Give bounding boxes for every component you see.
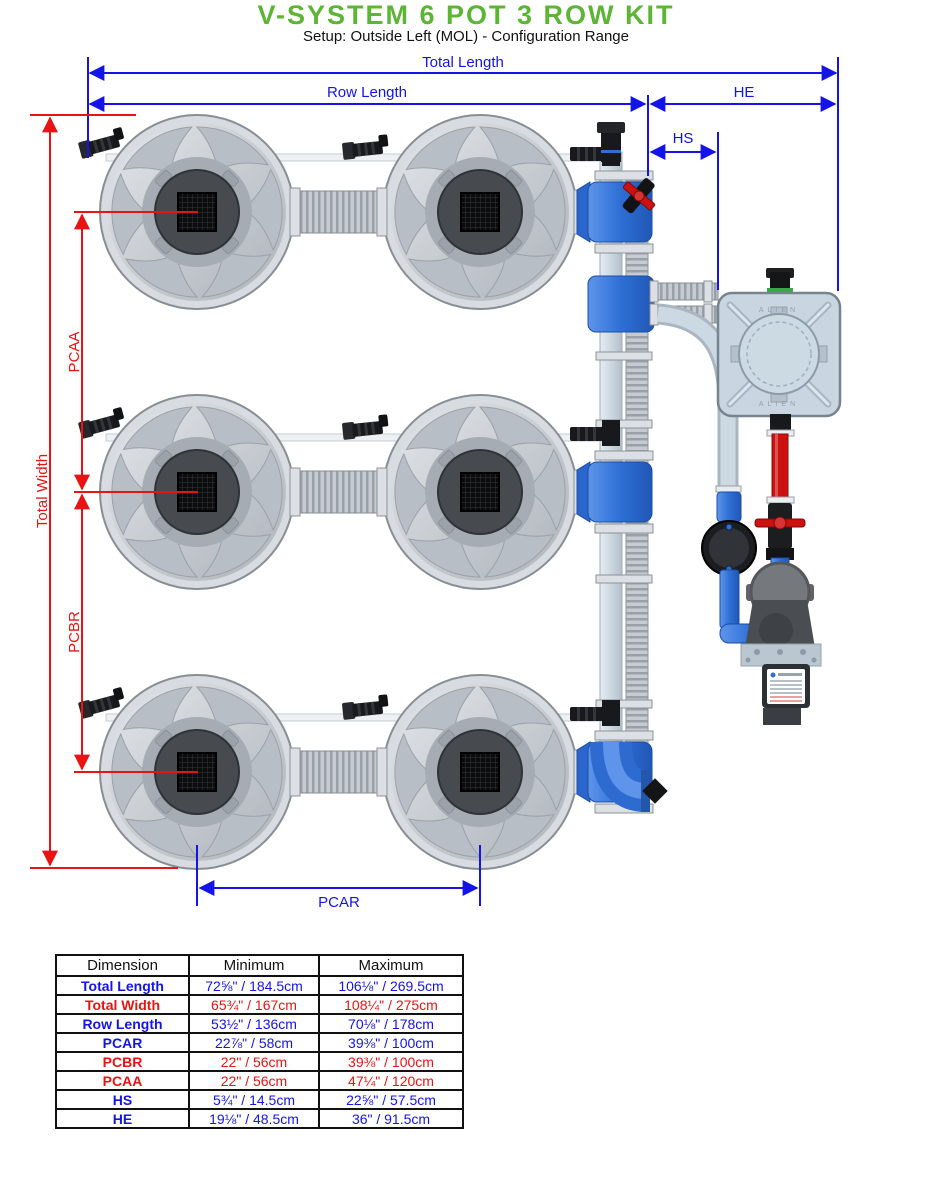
dimension-cell: Total Width	[55, 994, 190, 1015]
mounting-bracket	[740, 643, 822, 667]
total-width-label: Total Width	[34, 454, 51, 528]
dimension-cell: Row Length	[55, 1013, 190, 1034]
minimum-cell: 65¾" / 167cm	[188, 994, 320, 1015]
header-dimension: Dimension	[55, 954, 190, 977]
maximum-cell: 39⅜" / 100cm	[318, 1051, 464, 1072]
manifold-top-fitting	[597, 122, 656, 214]
minimum-cell: 22⅞" / 58cm	[188, 1032, 320, 1053]
table-row: PCAR 22⅞" / 58cm 39⅜" / 100cm	[55, 1032, 464, 1053]
pcbr-label: PCBR	[66, 611, 83, 653]
table-row: PCBR 22" / 56cm 39⅜" / 100cm	[55, 1051, 464, 1072]
minimum-cell: 53½" / 136cm	[188, 1013, 320, 1034]
maximum-cell: 22⅝" / 57.5cm	[318, 1089, 464, 1110]
table-row: HE 19⅛" / 48.5cm 36" / 91.5cm	[55, 1108, 464, 1129]
table-row: Total Width 65¾" / 167cm 108¼" / 275cm	[55, 994, 464, 1015]
hose-clamp	[766, 496, 795, 504]
pcaa-label: PCAA	[66, 332, 83, 373]
manifold-bottom-elbow	[590, 741, 668, 812]
dimension-cell: PCAR	[55, 1032, 190, 1053]
tank-green-band	[767, 288, 793, 292]
tank-brand-text: ALIEN	[759, 307, 799, 314]
header-tank: ALIEN ALIEN	[716, 268, 842, 418]
red-dripper-valve	[622, 178, 656, 214]
unit-label	[767, 669, 805, 704]
maximum-cell: 108¼" / 275cm	[318, 994, 464, 1015]
tank-brand-text: ALIEN	[759, 401, 799, 408]
blue-dimensions	[87, 57, 839, 906]
page-title: V-SYSTEM 6 POT 3 ROW KIT	[257, 0, 675, 30]
system-diagram: ALIEN ALIEN	[30, 54, 842, 911]
dimension-table: Dimension Minimum Maximum Total Length 7…	[55, 954, 464, 1129]
maximum-cell: 36" / 91.5cm	[318, 1108, 464, 1129]
maximum-cell: 47¼" / 120cm	[318, 1070, 464, 1091]
dimension-cell: HE	[55, 1108, 190, 1129]
minimum-cell: 5¾" / 14.5cm	[188, 1089, 320, 1110]
maximum-cell: 106⅛" / 269.5cm	[318, 975, 464, 996]
dimension-cell: PCAA	[55, 1070, 190, 1091]
maximum-cell: 39⅜" / 100cm	[318, 1032, 464, 1053]
dimension-cell: HS	[55, 1089, 190, 1110]
hose-clamp	[595, 351, 653, 361]
table-row: Total Length 72⅝" / 184.5cm 106⅛" / 269.…	[55, 975, 464, 996]
pcar-label: PCAR	[318, 894, 360, 911]
header-minimum: Minimum	[188, 954, 320, 977]
he-label: HE	[734, 84, 755, 101]
tank-lid	[738, 313, 820, 395]
hose-clamp	[595, 419, 653, 429]
minimum-cell: 72⅝" / 184.5cm	[188, 975, 320, 996]
red-pipe	[771, 433, 789, 501]
hose-clamp	[595, 699, 653, 709]
hs-label: HS	[673, 130, 694, 147]
header-maximum: Maximum	[318, 954, 464, 977]
maximum-cell: 70⅛" / 178cm	[318, 1013, 464, 1034]
red-dimensions	[30, 114, 198, 869]
minimum-cell: 19⅛" / 48.5cm	[188, 1108, 320, 1129]
dimension-cell: PCBR	[55, 1051, 190, 1072]
row-length-label: Row Length	[327, 84, 407, 101]
minimum-cell: 22" / 56cm	[188, 1051, 320, 1072]
total-length-label: Total Length	[422, 54, 504, 71]
table-row: HS 5¾" / 14.5cm 22⅝" / 57.5cm	[55, 1089, 464, 1110]
dimension-cell: Total Length	[55, 975, 190, 996]
dosing-pump-unit	[740, 561, 822, 725]
page-subtitle: Setup: Outside Left (MOL) - Configuratio…	[302, 28, 629, 45]
hose-clamp	[595, 574, 653, 584]
minimum-cell: 22" / 56cm	[188, 1070, 320, 1091]
hose-clamp	[715, 485, 742, 493]
table-row: Row Length 53½" / 136cm 70⅛" / 178cm	[55, 1013, 464, 1034]
table-row: PCAA 22" / 56cm 47¼" / 120cm	[55, 1070, 464, 1091]
drain-fitting	[642, 778, 668, 804]
table-header-row: Dimension Minimum Maximum	[55, 954, 464, 977]
